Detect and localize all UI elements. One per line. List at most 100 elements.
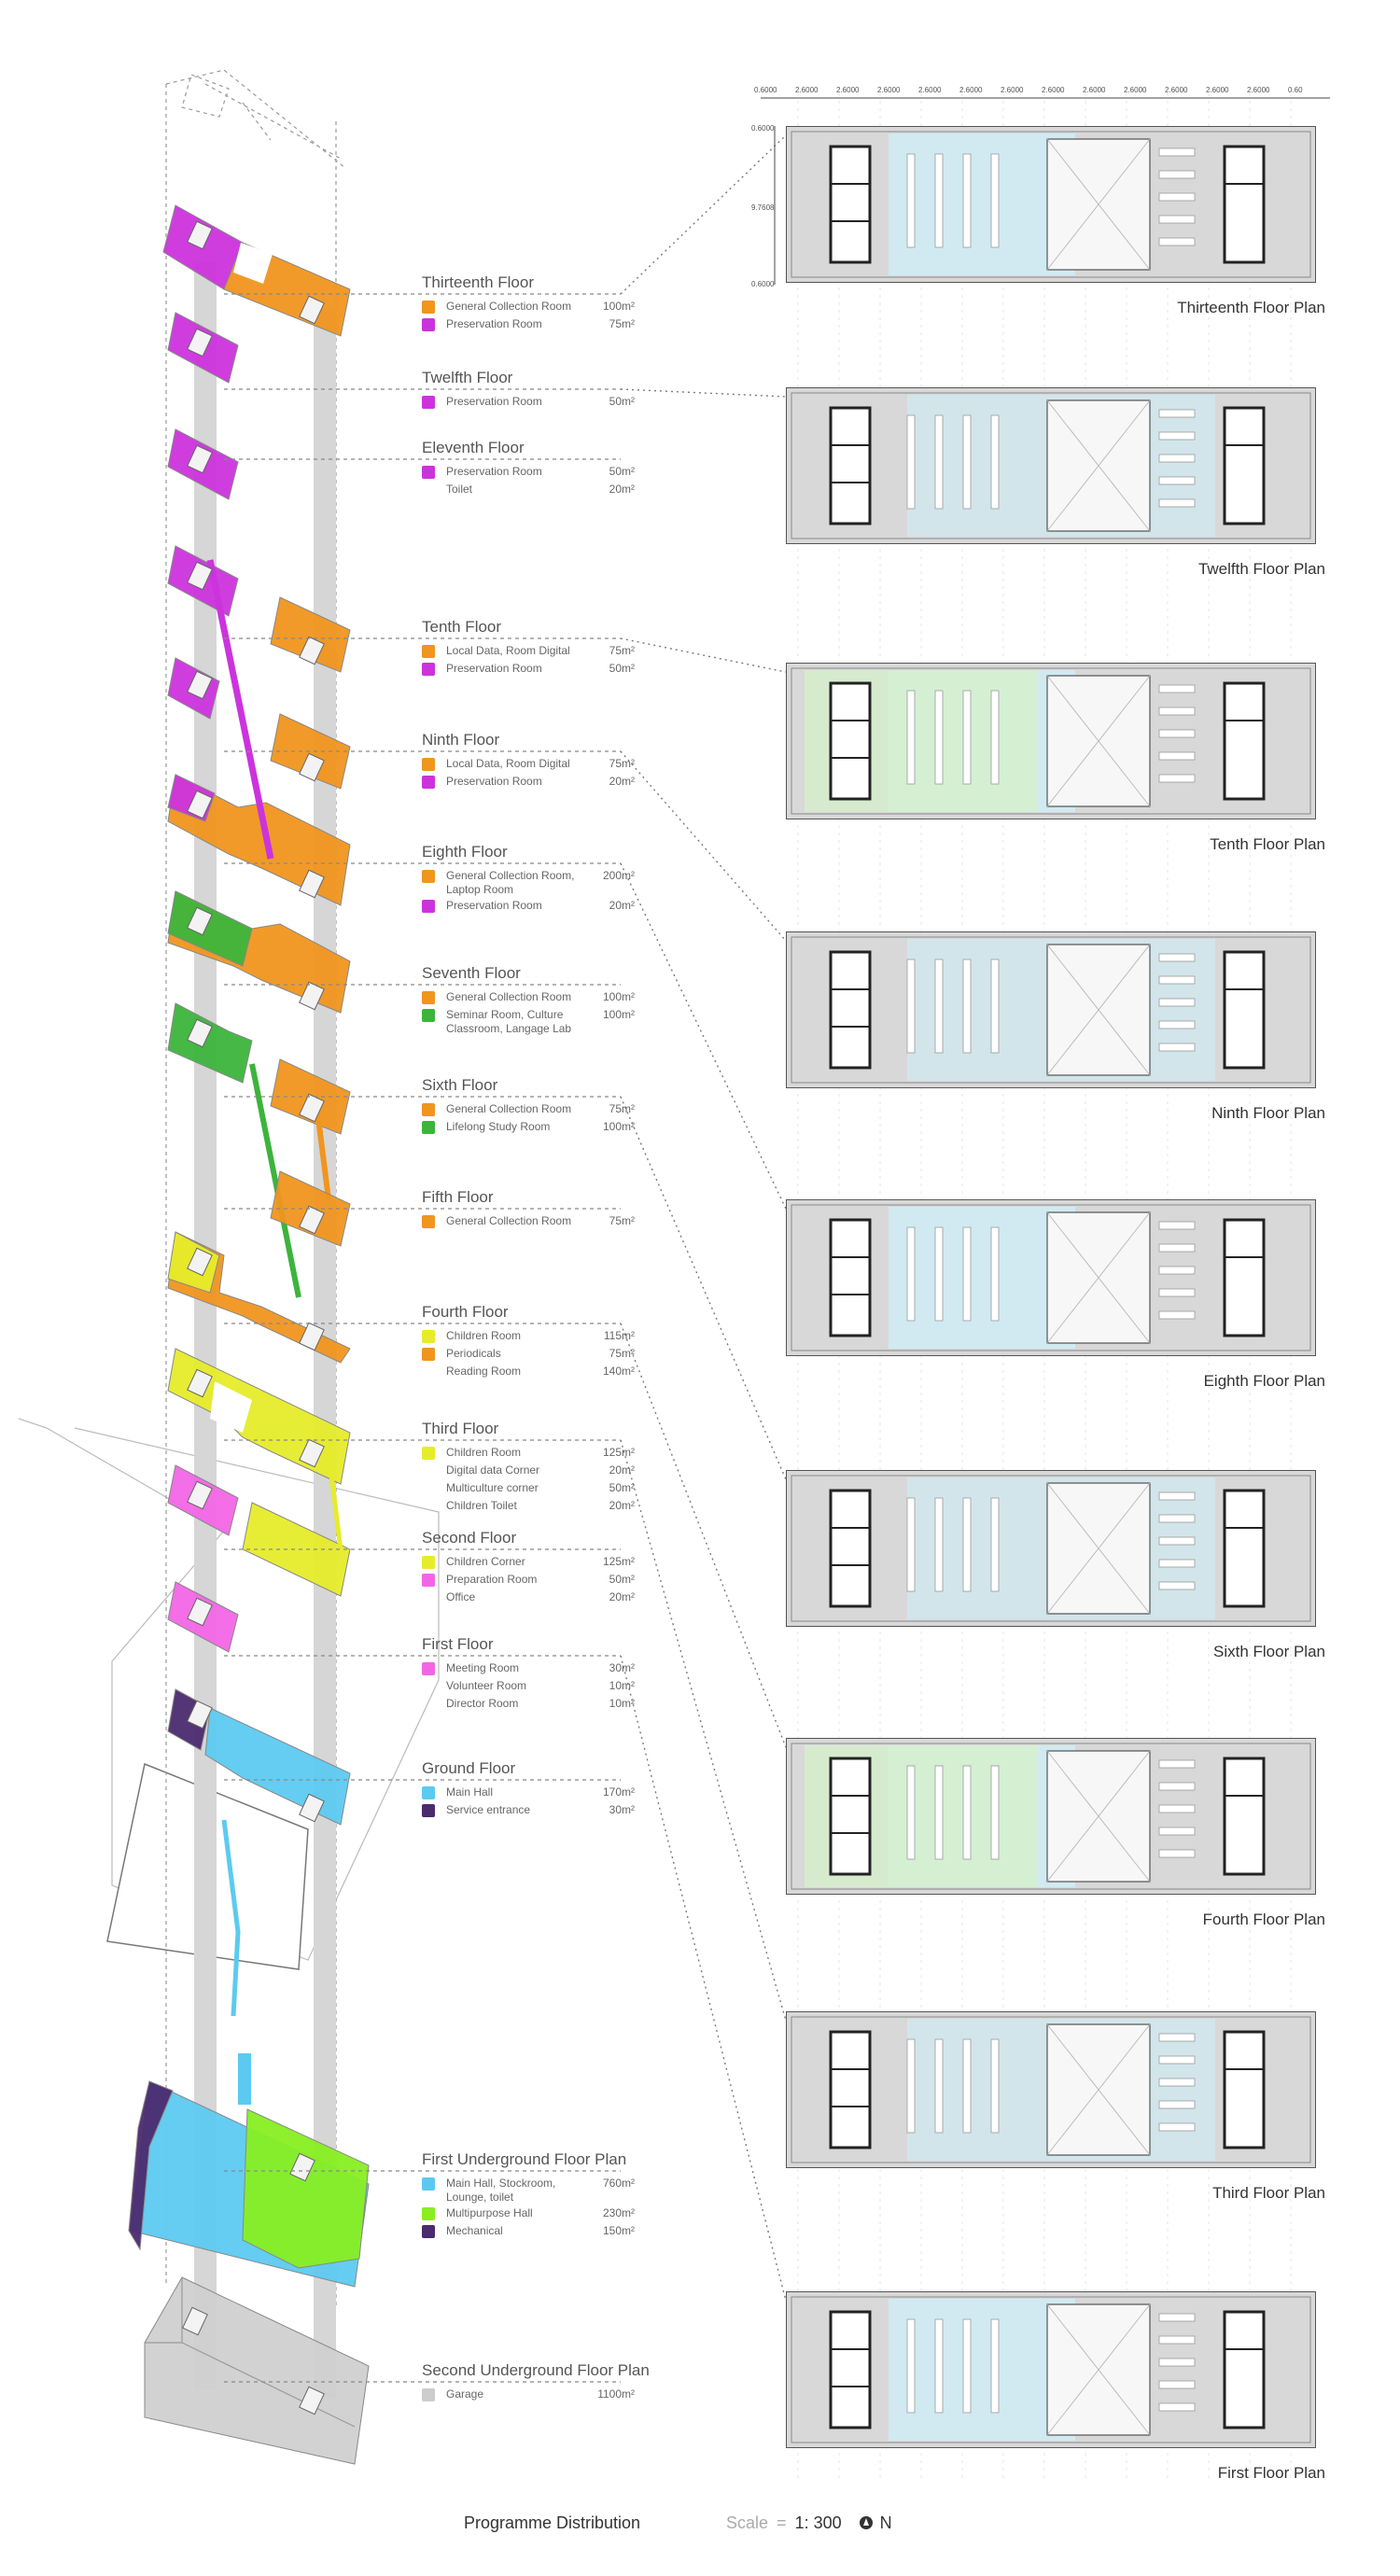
room-name: Multiculture corner	[446, 1481, 539, 1494]
room-name: Preservation Room	[446, 317, 542, 330]
room-area: 230m²	[602, 2206, 635, 2219]
slab-13-void	[233, 243, 273, 284]
elevator-box	[187, 1247, 213, 1277]
elevator-box	[187, 220, 213, 250]
color-swatch	[422, 645, 435, 658]
color-swatch	[422, 1556, 435, 1569]
plan-leader	[620, 1323, 787, 1748]
dimension-value: 2.6000	[836, 86, 860, 94]
room-area: 75m²	[609, 1214, 635, 1227]
elevator-box	[187, 1368, 213, 1398]
elevator-box	[299, 2386, 325, 2415]
room-area: 30m²	[609, 1661, 635, 1674]
link-green	[249, 1063, 301, 1298]
plan-leader	[620, 1439, 787, 2022]
floor-title: Seventh Floor	[422, 964, 521, 982]
color-swatch	[422, 1103, 435, 1116]
room-name: General Collection Room	[446, 300, 572, 313]
room-entry: Meeting Room 30m²	[422, 1661, 638, 1676]
slab-10-orange	[270, 596, 351, 673]
room-area: 75m²	[609, 644, 635, 657]
tower-roof	[181, 74, 272, 141]
elevator-box	[182, 2306, 208, 2336]
room-area: 140m²	[602, 1365, 635, 1378]
room-name: General Collection Room, Laptop Room	[446, 869, 575, 896]
room-entry: Multiculture corner 50m²	[422, 1481, 638, 1496]
dimension-value: 2.6000	[1042, 86, 1065, 94]
scale-separator: =	[777, 2513, 787, 2532]
floor-plan-label: Fourth Floor Plan	[1202, 1911, 1325, 1928]
elevator-box	[299, 1205, 325, 1235]
color-swatch	[422, 1215, 435, 1228]
elevator-box	[187, 561, 213, 591]
elevator-box	[289, 2152, 315, 2182]
slab-6-green	[167, 1002, 253, 1084]
room-area: 100m²	[602, 1120, 635, 1133]
color-swatch	[422, 1447, 435, 1460]
floor-title: First Floor	[422, 1635, 494, 1653]
room-name: General Collection Room	[446, 1102, 572, 1115]
room-name: General Collection Room	[446, 1214, 572, 1227]
room-area: 100m²	[602, 300, 635, 313]
room-area: 50m²	[609, 1481, 635, 1494]
floor-title: Third Floor	[422, 1420, 499, 1437]
slab-7-green	[167, 890, 253, 967]
room-area: 10m²	[609, 1697, 635, 1710]
floor-plan	[786, 126, 1316, 283]
elevator-box	[187, 444, 213, 474]
elevator-box	[187, 1700, 213, 1729]
floor-plan	[786, 1470, 1316, 1627]
floor-plan-label: Ninth Floor Plan	[1211, 1104, 1325, 1122]
room-area: 75m²	[609, 317, 635, 330]
color-swatch	[422, 2225, 435, 2238]
dimension-value: 0.60	[1288, 86, 1303, 94]
slab-b1-ramp	[238, 2053, 251, 2105]
room-name: Children Toilet	[446, 1499, 517, 1512]
dimension-value: 2.6000	[795, 86, 819, 94]
elevator-box	[299, 981, 325, 1011]
dimension-value: 2.6000	[1001, 86, 1024, 94]
room-name: Service entrance	[446, 1803, 531, 1816]
floor-title: Second Floor	[422, 1529, 517, 1547]
room-entry: Preservation Room 75m²	[422, 317, 638, 332]
side-dimension-value: 0.6000	[751, 280, 775, 288]
floor-title: Fifth Floor	[422, 1188, 494, 1206]
floor-plan-label: Tenth Floor Plan	[1210, 835, 1325, 853]
plan-leader	[620, 388, 787, 398]
room-name: Local Data, Room Digital	[446, 757, 570, 770]
color-swatch	[422, 1574, 435, 1587]
room-name: Mechanical	[446, 2224, 503, 2237]
floor-plan-label: Eighth Floor Plan	[1203, 1372, 1325, 1390]
slab-8-orange	[167, 774, 351, 906]
room-area: 760m²	[602, 2177, 635, 2190]
slab-2-yellow	[242, 1502, 351, 1597]
room-name: Main Hall	[446, 1785, 494, 1799]
room-area: 100m²	[602, 990, 635, 1003]
dimension-value: 2.6000	[1206, 86, 1229, 94]
room-area: 125m²	[602, 1446, 635, 1459]
color-swatch	[422, 1786, 435, 1799]
room-area: 10m²	[609, 1679, 635, 1692]
room-area: 50m²	[609, 465, 635, 478]
elevator-box	[187, 1018, 213, 1048]
room-name: Office	[446, 1590, 476, 1603]
slab-b1-lime	[242, 2108, 370, 2269]
color-swatch	[422, 1330, 435, 1343]
floor-plan	[786, 2011, 1316, 2168]
room-name: General Collection Room	[446, 990, 572, 1003]
room-name: Meeting Room	[446, 1661, 520, 1674]
room-name: Preservation Room	[446, 899, 542, 912]
room-area: 20m²	[609, 775, 635, 788]
